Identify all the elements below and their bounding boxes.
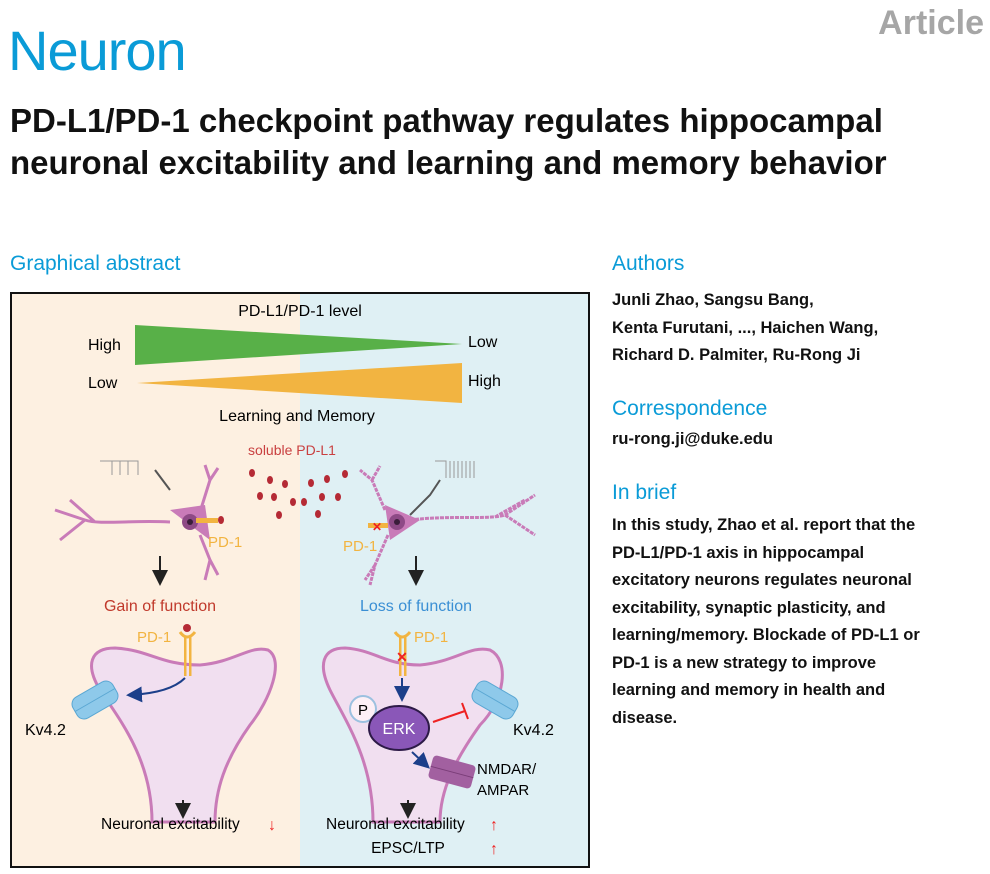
nmdar-label: NMDAR/ bbox=[477, 761, 537, 778]
epsc-ltp-label: EPSC/LTP bbox=[371, 840, 445, 857]
excitability-label-right: Neuronal excitability bbox=[326, 816, 465, 833]
spike-trace-right bbox=[435, 460, 475, 478]
brief-line: PD-1 is a new strategy to improve bbox=[612, 653, 877, 672]
loss-of-function-label: Loss of function bbox=[360, 598, 472, 615]
brief-line: learning and memory in health and bbox=[612, 681, 886, 699]
brief-line: PD-L1/PD-1 axis in hippocampal bbox=[612, 543, 865, 562]
article-title: PD-L1/PD-1 checkpoint pathway regulates … bbox=[10, 102, 887, 181]
erk-label: ERK bbox=[383, 721, 416, 738]
author-line: Junli Zhao, Sangsu Bang, bbox=[612, 291, 814, 309]
inhibit-arrow-left bbox=[126, 677, 186, 703]
phospho-label: P bbox=[358, 702, 368, 719]
pd1-label-spine-right: PD-1 bbox=[414, 629, 448, 646]
brief-line: In this study, Zhao et al. report that t… bbox=[612, 516, 916, 534]
orange-left-label: Low bbox=[88, 375, 118, 392]
pd1-label-right: PD-1 bbox=[343, 538, 377, 555]
soluble-pdl1-label: soluble PD-L1 bbox=[248, 442, 336, 458]
nmdar-arrow bbox=[411, 751, 430, 769]
abstract-figure: PD-L1/PD-1 level High Low Low High Learn… bbox=[12, 294, 588, 866]
phospho-circle bbox=[349, 695, 377, 723]
pd1-label-spine-left: PD-1 bbox=[137, 629, 171, 646]
author-line: Kenta Furutani, ..., Haichen Wang, bbox=[612, 318, 879, 337]
kv42-label-right: Kv4.2 bbox=[513, 722, 554, 739]
increase-arrow-icon-2: ↑ bbox=[490, 841, 498, 858]
pd1-label-left: PD-1 bbox=[208, 534, 242, 551]
brief-line: excitatory neurons regulates neuronal bbox=[612, 571, 912, 589]
block-x-icon: ✕ bbox=[372, 520, 382, 534]
green-left-label: High bbox=[88, 337, 121, 354]
pd1-receptor-right bbox=[368, 523, 388, 528]
soluble-pdl1-dots bbox=[249, 469, 348, 519]
level-label: PD-L1/PD-1 level bbox=[238, 303, 362, 320]
correspondence-email[interactable]: ru-rong.ji@duke.edu bbox=[612, 430, 773, 448]
in-brief-heading: In brief bbox=[612, 481, 677, 504]
nmdar-receptor bbox=[428, 755, 476, 789]
pd1-membrane-left bbox=[178, 624, 197, 676]
pd1-receptor-left bbox=[196, 518, 218, 523]
correspondence-heading: Correspondence bbox=[612, 397, 768, 420]
pd1-membrane-right bbox=[393, 631, 412, 676]
excitability-label-left: Neuronal excitability bbox=[101, 816, 240, 833]
author-line: Richard D. Palmiter, Ru-Rong Ji bbox=[612, 346, 861, 364]
block-x-icon-spine: ✕ bbox=[396, 649, 408, 665]
gain-of-function-label: Gain of function bbox=[104, 598, 216, 615]
graphical-abstract-heading: Graphical abstract bbox=[10, 252, 181, 275]
authors-heading: Authors bbox=[612, 252, 685, 275]
neuron-right bbox=[359, 465, 536, 586]
pd-level-wedge bbox=[135, 325, 462, 365]
learning-wedge bbox=[137, 363, 462, 403]
brief-line: disease. bbox=[612, 708, 678, 727]
graphical-abstract: PD-L1/PD-1 level High Low Low High Learn… bbox=[10, 292, 590, 868]
decrease-arrow-icon: ↓ bbox=[268, 817, 276, 834]
ampar-label: AMPAR bbox=[477, 782, 529, 799]
inhibit-bar-icon bbox=[432, 702, 469, 723]
learning-memory-label: Learning and Memory bbox=[219, 408, 375, 425]
article-type: Article bbox=[878, 4, 984, 42]
neuron-left bbox=[54, 464, 220, 581]
orange-right-label: High bbox=[468, 373, 501, 390]
kv42-label-left: Kv4.2 bbox=[25, 722, 66, 739]
journal-logo: Neuron bbox=[8, 19, 187, 82]
erk-ellipse bbox=[368, 705, 430, 751]
in-brief-text: In this study, Zhao et al. report that t… bbox=[612, 512, 982, 732]
spike-trace-left bbox=[100, 460, 139, 475]
brief-line: excitability, synaptic plasticity, and bbox=[612, 598, 886, 617]
kv42-channel-right bbox=[471, 680, 519, 720]
increase-arrow-icon: ↑ bbox=[490, 817, 498, 834]
kv42-channel-left bbox=[71, 680, 119, 720]
green-right-label: Low bbox=[468, 334, 498, 351]
authors-list: Junli Zhao, Sangsu Bang, Kenta Furutani,… bbox=[612, 287, 982, 370]
brief-line: learning/memory. Blockade of PD-L1 or bbox=[612, 626, 920, 644]
